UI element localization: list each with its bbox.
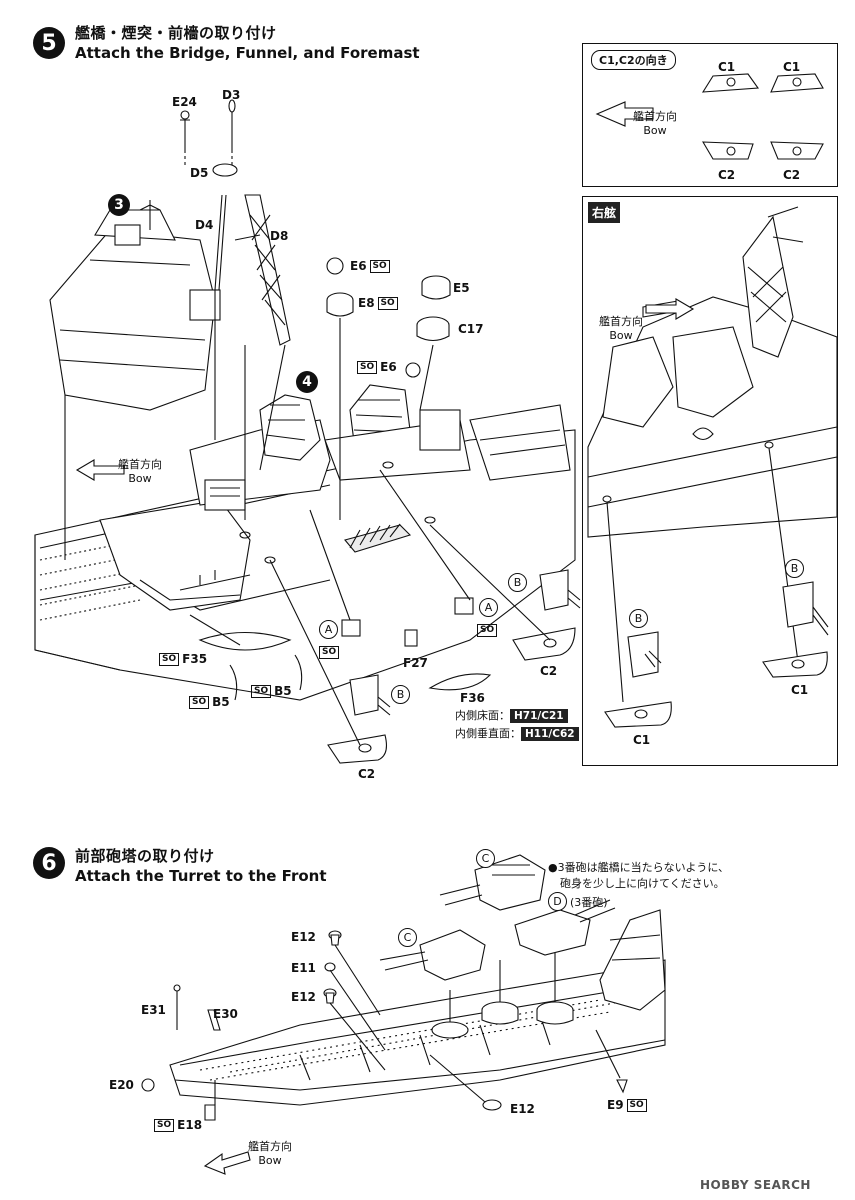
step-6-assembly-drawing bbox=[141, 854, 666, 1121]
paint-wall-code: H11/C62 bbox=[521, 727, 579, 741]
bow-arrow-icon bbox=[75, 459, 125, 481]
marker-c: C bbox=[398, 928, 417, 947]
starboard-diagram bbox=[587, 206, 838, 728]
part-label-d3: D3 bbox=[222, 88, 241, 102]
orientation-label-c2: C2 bbox=[783, 168, 801, 182]
part-label-e5: E5 bbox=[453, 281, 470, 295]
so-badge-wrap: SO bbox=[477, 620, 500, 639]
so-badge: SO bbox=[189, 696, 210, 709]
part-label-e12-top: E12 bbox=[291, 930, 316, 944]
marker-a: A bbox=[319, 620, 338, 639]
part-label-e31: E31 bbox=[141, 1003, 166, 1017]
part-label-e24: E24 bbox=[172, 95, 197, 109]
subassembly-4-marker: 4 bbox=[296, 371, 318, 393]
step-6-number: 6 bbox=[33, 847, 65, 879]
starboard-label-c1: C1 bbox=[633, 733, 651, 747]
part-label-d5: D5 bbox=[190, 166, 209, 180]
step-5-assembly-drawing bbox=[34, 99, 581, 764]
marker-b: B bbox=[785, 559, 804, 578]
so-badge: SO bbox=[357, 361, 378, 374]
part-label-c2-right: C2 bbox=[540, 664, 558, 678]
step-6-title-en: Attach the Turret to the Front bbox=[75, 867, 327, 885]
step-5-title-en: Attach the Bridge, Funnel, and Foremast bbox=[75, 44, 420, 62]
part-label-c2-left: C2 bbox=[358, 767, 376, 781]
so-badge: SO bbox=[251, 685, 272, 698]
subassembly-3-marker: 3 bbox=[108, 194, 130, 216]
so-badge: SO bbox=[369, 260, 390, 273]
so-badge: SO bbox=[377, 297, 398, 310]
orientation-box-title: C1,C2の向き bbox=[591, 50, 676, 70]
turret-d-marker: D(3番砲) bbox=[548, 892, 608, 911]
step-5-number: 5 bbox=[33, 27, 65, 59]
paint-floor-code: H71/C21 bbox=[510, 709, 568, 723]
watermark: HOBBY SEARCH bbox=[700, 1178, 811, 1192]
orientation-label-c1: C1 bbox=[718, 60, 736, 74]
so-badge-wrap: SO bbox=[319, 642, 342, 661]
so-badge: SO bbox=[477, 624, 498, 637]
paint-floor: 内側床面：H71/C21 bbox=[455, 708, 568, 724]
marker-a: A bbox=[479, 598, 498, 617]
orientation-label-c2: C2 bbox=[718, 168, 736, 182]
so-badge: SO bbox=[626, 1099, 647, 1112]
part-label-e30: E30 bbox=[213, 1007, 238, 1021]
part-label-c17: C17 bbox=[458, 322, 484, 336]
part-label-f27: F27 bbox=[403, 656, 428, 670]
paint-wall: 内側垂直面：H11/C62 bbox=[455, 726, 579, 742]
marker-b: B bbox=[391, 685, 410, 704]
marker-b: B bbox=[508, 573, 527, 592]
bow-arrow-icon bbox=[203, 1151, 251, 1175]
step-6-title-jp: 前部砲塔の取り付け bbox=[75, 847, 215, 865]
part-label-d8: D8 bbox=[270, 229, 289, 243]
starboard-bow-arrow-icon bbox=[645, 298, 695, 320]
orientation-label-c1: C1 bbox=[783, 60, 801, 74]
turret-note: ●3番砲は艦橋に当たらないように、 砲身を少し上に向けてください。 bbox=[548, 861, 730, 890]
part-label-f36: F36 bbox=[460, 691, 485, 705]
marker-c: C bbox=[476, 849, 495, 868]
part-label-e20: E20 bbox=[109, 1078, 134, 1092]
so-badge: SO bbox=[159, 653, 180, 666]
so-badge: SO bbox=[319, 646, 340, 659]
orientation-diagram bbox=[595, 73, 824, 160]
part-label-e12-bottom: E12 bbox=[510, 1102, 535, 1116]
part-label-d4: D4 bbox=[195, 218, 214, 232]
part-label-e11: E11 bbox=[291, 961, 316, 975]
marker-b: B bbox=[629, 609, 648, 628]
so-badge: SO bbox=[154, 1119, 175, 1132]
part-label-e12-mid: E12 bbox=[291, 990, 316, 1004]
starboard-label-c1: C1 bbox=[791, 683, 809, 697]
starboard-box-title: 右舷 bbox=[588, 202, 621, 223]
step-5-title-jp: 艦橋・煙突・前檣の取り付け bbox=[75, 24, 277, 42]
